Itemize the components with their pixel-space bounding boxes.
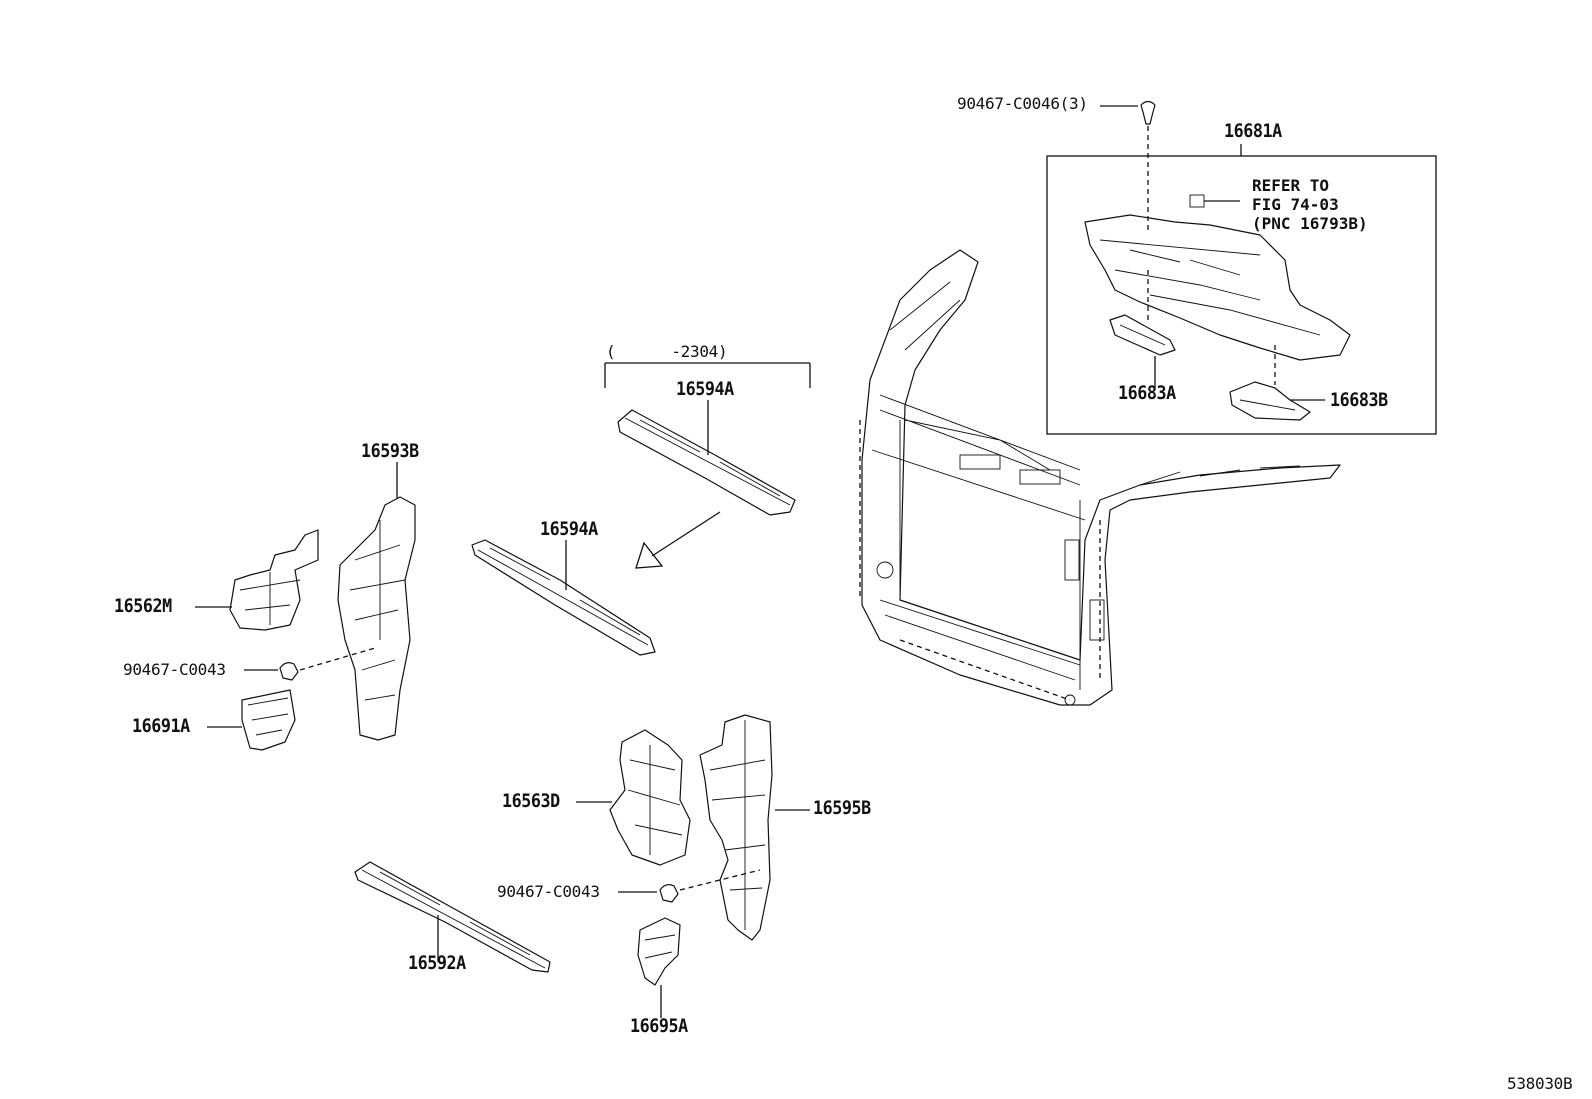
deflector-16594A-upper — [617, 400, 796, 516]
deflector-16594A-lower — [471, 539, 656, 656]
callout-16594A-upper[interactable]: 16594A — [676, 378, 734, 400]
seal-16595B — [699, 714, 810, 941]
refer-line-3: (PNC 16793B) — [1252, 214, 1368, 233]
callout-90467-C0043-bottom[interactable]: 90467-C0043 — [497, 882, 600, 901]
deflector-16592A — [354, 861, 551, 973]
seal-16562M — [195, 529, 319, 631]
seal-16695A — [637, 917, 681, 1018]
refer-note: REFER TO FIG 74-03 (PNC 16793B) — [1252, 176, 1368, 233]
callout-16593B[interactable]: 16593B — [361, 440, 419, 462]
seal-16593B — [337, 462, 416, 741]
diagram-id: 538030B — [1507, 1074, 1573, 1093]
clip-90467-C0043-left — [244, 647, 376, 681]
callout-16563D[interactable]: 16563D — [502, 790, 560, 812]
seal-16563D — [576, 729, 691, 866]
callout-16592A[interactable]: 16592A — [408, 952, 466, 974]
group-box-16681A — [1046, 100, 1437, 435]
refer-line-2[interactable]: FIG 74-03 — [1252, 195, 1339, 214]
callout-16683A[interactable]: 16683A — [1118, 382, 1176, 404]
callout-16595B[interactable]: 16595B — [813, 797, 871, 819]
callout-16594A-lower[interactable]: 16594A — [540, 518, 598, 540]
callout-16681A[interactable]: 16681A — [1224, 120, 1282, 142]
clip-90467-C0043-bottom — [618, 869, 761, 903]
callout-16683B[interactable]: 16683B — [1330, 389, 1388, 411]
radiator-support-frame — [859, 249, 1341, 706]
callout-90467-C0046[interactable]: 90467-C0046(3) — [957, 94, 1088, 113]
callout-16562M[interactable]: 16562M — [114, 595, 172, 617]
date-range-label: ( -2304) — [606, 342, 728, 361]
direction-arrow — [635, 511, 721, 569]
callout-16691A[interactable]: 16691A — [132, 715, 190, 737]
date-range-bracket — [604, 362, 811, 388]
callout-90467-C0043-left[interactable]: 90467-C0043 — [123, 660, 226, 679]
callout-16695A[interactable]: 16695A — [630, 1015, 688, 1037]
refer-line-1: REFER TO — [1252, 176, 1330, 195]
seal-16691A — [207, 689, 296, 751]
